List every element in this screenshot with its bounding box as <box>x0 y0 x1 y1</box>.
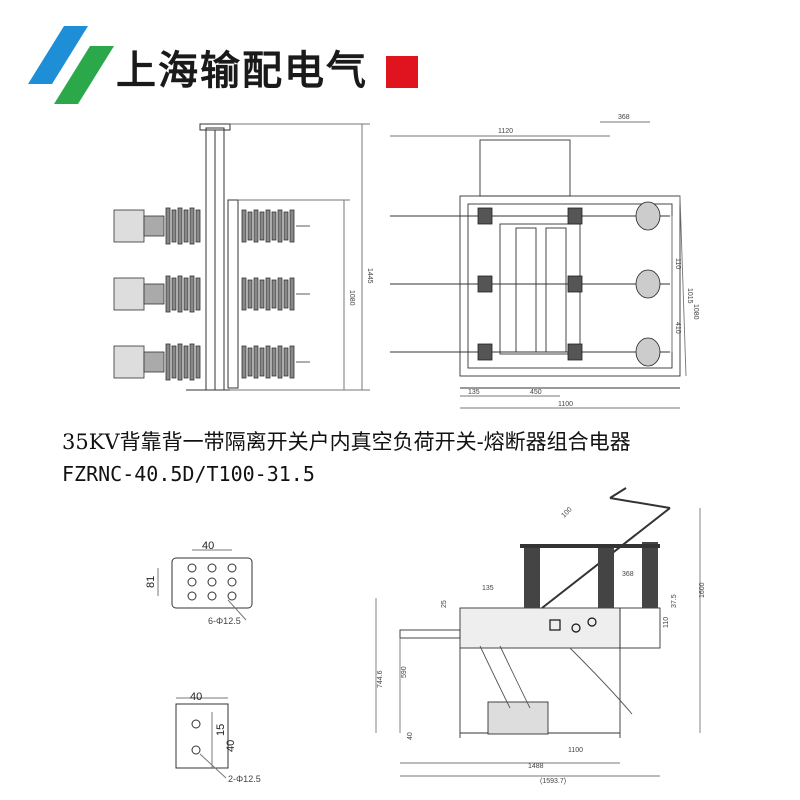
dim-1600: 1600 <box>699 582 706 598</box>
dim-1488: 1488 <box>528 763 544 770</box>
dim-450: 450 <box>530 389 542 396</box>
dim-135-plan: 135 <box>468 389 480 396</box>
flange2-holes: 2-Φ12.5 <box>228 774 261 784</box>
dim-37-5: 37.5 <box>671 594 678 608</box>
dim-25: 25 <box>441 600 448 608</box>
plan-view-drawing: 1120 368 135 450 1100 110 410 1015 1080 <box>390 114 699 409</box>
dim-110-plan: 110 <box>674 258 681 269</box>
dim-135-side: 135 <box>482 585 494 592</box>
dim-40-side: 40 <box>407 732 414 740</box>
dim-744-6: 744.6 <box>377 670 384 688</box>
dim-410: 410 <box>674 322 681 334</box>
dim-1445: 1445 <box>366 268 373 284</box>
dim-110-side: 110 <box>663 617 670 628</box>
flange6-width: 40 <box>202 540 214 552</box>
dim-1120: 1120 <box>498 128 513 135</box>
flange2-h1: 15 <box>215 724 227 736</box>
dim-1080-plan: 1080 <box>692 304 699 320</box>
flange6-height: 81 <box>145 576 157 588</box>
flange-2-hole-drawing: 40 15 40 2-Φ12.5 <box>175 692 261 784</box>
front-view-drawing: 1445 1080 <box>113 123 373 391</box>
dim-1100-side: 1100 <box>568 747 583 754</box>
flange2-width: 40 <box>190 692 202 703</box>
dim-368-side: 368 <box>622 571 634 578</box>
product-model: FZRNC-40.5D/T100-31.5 <box>62 462 315 486</box>
brand-name: 上海输配电气 <box>116 48 368 94</box>
brand-red-square <box>386 56 418 88</box>
dim-100: 100 <box>560 506 573 519</box>
flange6-holes: 6-Φ12.5 <box>208 616 241 626</box>
flange-6-hole-drawing: 40 81 6-Φ12.5 <box>145 540 253 626</box>
dim-590: 590 <box>401 666 408 678</box>
dim-1015: 1015 <box>686 288 693 304</box>
flange2-h2: 40 <box>225 740 237 752</box>
brand-logo-icon <box>28 26 114 104</box>
dim-1593-7: (1593.7) <box>540 778 566 785</box>
dim-1080-front: 1080 <box>348 290 355 306</box>
product-title: 35KV背靠背一带隔离开关户内真空负荷开关-熔断器组合电器 <box>62 430 631 454</box>
dim-1100-plan: 1100 <box>558 401 573 408</box>
side-view-drawing: 135 25 368 37.5 110 1600 590 744.6 40 11… <box>375 487 706 785</box>
dim-368-plan: 368 <box>618 114 630 121</box>
